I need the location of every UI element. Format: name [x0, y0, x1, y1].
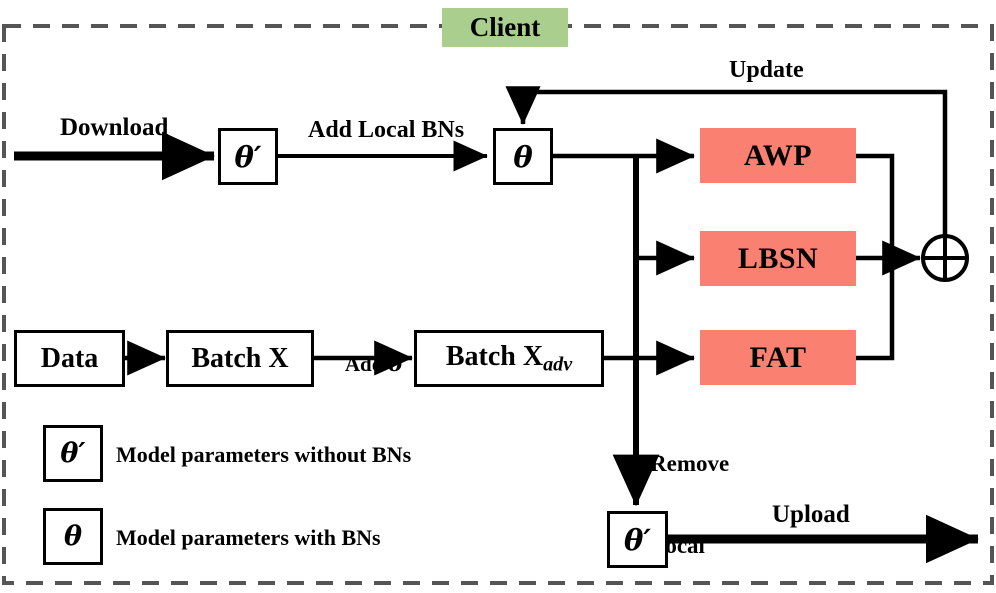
batch-x-adv-subscript: adv [543, 353, 573, 376]
label-update: Update [729, 57, 804, 83]
label-add-delta: Add δ [325, 327, 403, 401]
node-lbsn[interactable]: LBSN [700, 231, 856, 286]
node-awp[interactable]: AWP [700, 128, 856, 183]
combine-circle [921, 234, 969, 282]
client-tag-label: Client [469, 12, 541, 42]
label-upload: Upload [772, 501, 850, 528]
node-batch-x-adv[interactable]: Batch Xadv [414, 330, 604, 387]
node-batch-x[interactable]: Batch X [166, 330, 314, 387]
theta-top-label: θ [513, 139, 533, 174]
batch-x-adv-text: Batch X [445, 340, 544, 372]
fat-label: FAT [749, 340, 807, 374]
add-delta-prefix: Add [344, 351, 389, 376]
batch-x-label: Batch X [191, 343, 288, 375]
data-label: Data [40, 342, 99, 374]
label-download: Download [60, 114, 169, 141]
lbsn-label: LBSN [737, 241, 819, 275]
theta-prime-top-label: θ′ [234, 139, 262, 174]
legend-symbol-0: θ′ [60, 438, 86, 469]
edge-fat-merge [856, 258, 895, 361]
client-tag: Client [442, 8, 568, 47]
node-theta-prime-bottom[interactable]: θ′ [607, 511, 668, 568]
delta-symbol: δ [388, 350, 403, 376]
edge-awp-merge [856, 153, 895, 258]
node-data[interactable]: Data [14, 330, 125, 387]
awp-label: AWP [743, 138, 813, 172]
legend-description-1: Model parameters with BNs [116, 525, 381, 550]
batch-x-adv-label: Batch Xadv [446, 341, 572, 377]
node-fat[interactable]: FAT [700, 330, 856, 385]
node-theta-prime-top[interactable]: θ′ [218, 128, 278, 185]
node-theta-top[interactable]: θ [493, 128, 553, 185]
theta-prime-bottom-label: θ′ [624, 522, 651, 557]
legend-symbol-box-1: θ [43, 508, 103, 565]
legend-symbol-box-0: θ′ [43, 425, 103, 482]
batch-x-text: Batch X [191, 342, 289, 374]
legend-symbol-1: θ [63, 521, 82, 552]
label-add-local-bns: Add Local BNs [308, 117, 465, 143]
legend-description-0: Model parameters without BNs [116, 442, 412, 467]
remove-local-bns-line-1: Remove [650, 451, 730, 477]
